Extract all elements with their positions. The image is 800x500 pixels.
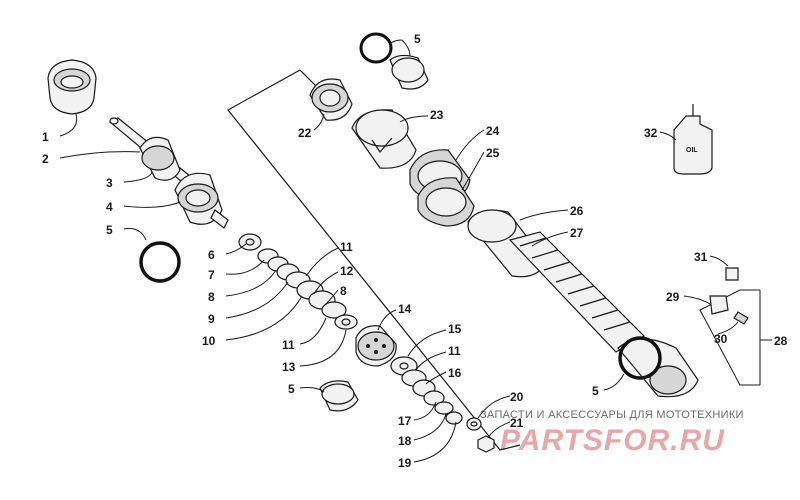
label-26: 26 <box>570 204 584 218</box>
part-labels: 1 2 3 4 5 6 7 8 9 10 11 12 8 14 11 13 15… <box>42 32 788 470</box>
bracket-left <box>227 69 521 451</box>
label-19: 19 <box>398 456 412 470</box>
label-18: 18 <box>398 434 412 448</box>
label-5-bottom: 5 <box>288 382 295 396</box>
label-13: 13 <box>282 360 296 374</box>
watermark-logo: PARTSFOR.RU <box>500 424 725 457</box>
label-11-a: 11 <box>340 240 353 254</box>
label-25: 25 <box>486 146 500 160</box>
part-29-valve-body <box>709 295 729 315</box>
label-31: 31 <box>694 250 708 264</box>
part-23-split-cup <box>351 109 417 169</box>
label-3: 3 <box>106 176 113 190</box>
label-11-b: 11 <box>282 338 295 352</box>
label-29: 29 <box>666 290 680 304</box>
label-15: 15 <box>448 322 462 336</box>
label-14: 14 <box>398 302 412 316</box>
label-6: 6 <box>208 248 215 262</box>
part-14-piston <box>355 325 397 367</box>
label-5-top: 5 <box>414 32 421 46</box>
label-28: 28 <box>774 334 788 348</box>
bracket-28 <box>699 289 760 386</box>
label-11-c: 11 <box>448 344 461 358</box>
part-4-seal-head <box>174 172 229 229</box>
label-20: 20 <box>510 390 524 404</box>
part-5-o-ring-top <box>359 32 393 64</box>
label-4: 4 <box>106 200 113 214</box>
part-5-o-ring-left <box>139 241 181 283</box>
valve-group-28 <box>699 267 761 386</box>
label-10: 10 <box>202 334 216 348</box>
shim-stack-lower <box>390 356 495 453</box>
oil-bottle-text: OIL <box>686 147 698 154</box>
part-22-cap <box>309 78 353 121</box>
label-24: 24 <box>486 124 500 138</box>
part-25-collar <box>417 177 475 227</box>
label-27: 27 <box>570 226 584 240</box>
label-21: 21 <box>510 416 524 430</box>
label-8-upper: 8 <box>208 290 215 304</box>
label-17: 17 <box>398 414 412 428</box>
part-30-valve-core <box>733 311 749 325</box>
label-23: 23 <box>430 108 444 122</box>
label-8-lower: 8 <box>340 284 347 298</box>
watermark: ЗАПАСТИ И АКСЕССУАРЫ ДЛЯ МОТОТЕХНИКИ PAR… <box>480 409 744 457</box>
part-5-o-ring-lower <box>618 336 662 380</box>
part-5-ring-bottom <box>319 380 359 412</box>
label-30: 30 <box>714 332 728 346</box>
part-32-oil-bottle: OIL <box>673 104 713 175</box>
leader-lines <box>59 39 772 463</box>
label-22: 22 <box>298 126 312 140</box>
label-2: 2 <box>42 152 49 166</box>
label-5-left: 5 <box>106 223 113 237</box>
part-27-spring <box>508 231 645 353</box>
label-32: 32 <box>644 126 658 140</box>
label-5-lower: 5 <box>592 384 599 398</box>
label-16: 16 <box>448 366 462 380</box>
part-2-piston-rod <box>108 117 191 183</box>
part-31-valve-cap <box>725 267 739 281</box>
watermark-caption: ЗАПАСТИ И АКСЕССУАРЫ ДЛЯ МОТОТЕХНИКИ <box>480 409 744 421</box>
part-1-top-cap <box>47 59 97 115</box>
label-9: 9 <box>208 312 215 326</box>
label-1: 1 <box>42 130 49 144</box>
label-12: 12 <box>340 264 354 278</box>
part-5-band-top <box>389 54 429 90</box>
shim-stack-upper <box>238 233 358 330</box>
label-7: 7 <box>208 268 215 282</box>
